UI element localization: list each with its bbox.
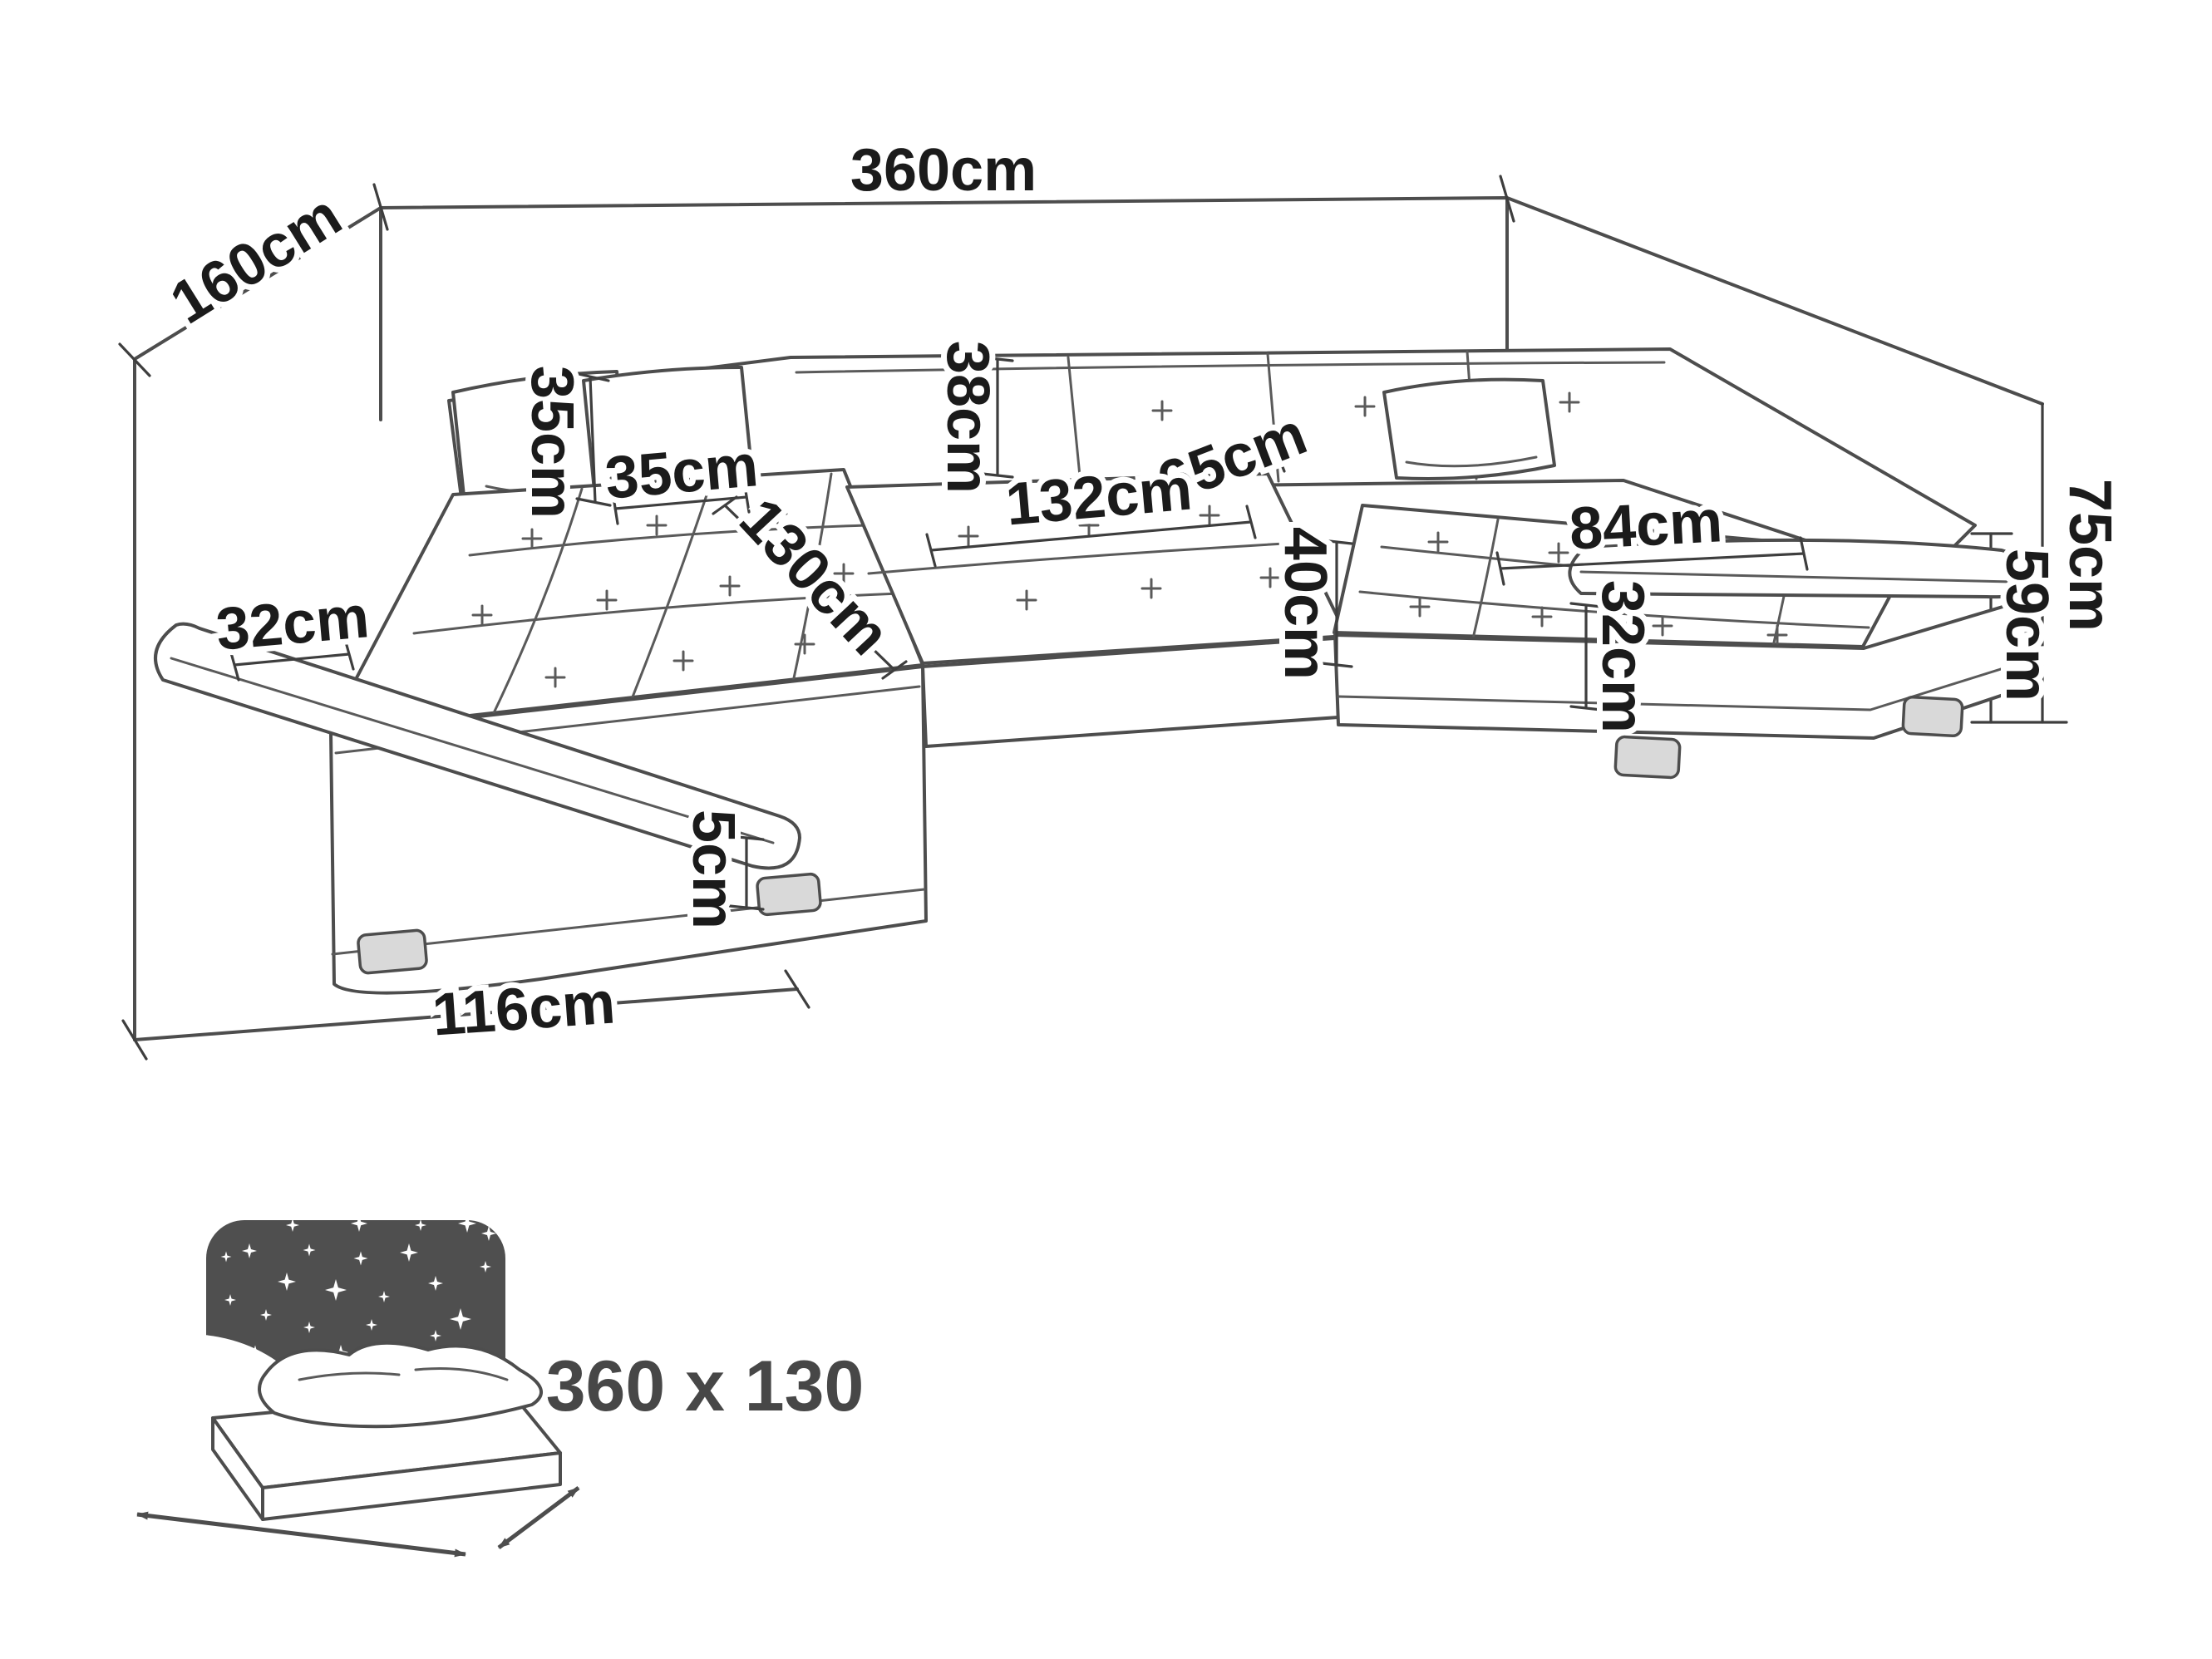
dim-35h-line — [611, 479, 751, 525]
bed-length-arrow-icon — [136, 1511, 466, 1558]
sofa-leg — [1613, 735, 1682, 780]
dim-65-line — [1160, 436, 1286, 515]
dim-back-cushion-height-label: 35cm — [519, 366, 585, 519]
dimension-frame — [118, 175, 2068, 1061]
sleep-function-icon: 360 x 130 — [54, 1214, 868, 1558]
dimension-labels: 360cm 160cm 35cm 35cm 38cm 65cm 132cm 40… — [154, 131, 2129, 1055]
dim-38-line — [981, 356, 1014, 479]
dim-backrest-top-height-label: 38cm — [934, 341, 1001, 494]
dim-132-line — [925, 505, 1257, 568]
right-armrest-roll-line — [1579, 570, 2013, 583]
duvet-icon — [258, 1341, 543, 1429]
backrest-thickness-line — [795, 361, 1666, 374]
backrest-tuft-marks — [945, 391, 1580, 426]
frame-end-ticks — [118, 175, 2068, 1061]
bed-dimension-arrows — [136, 1486, 580, 1558]
duvet-fold-lines — [298, 1367, 509, 1381]
dim-total-width-label: 360cm — [850, 137, 1037, 204]
wall-outline — [133, 196, 2044, 406]
dim-total-height-label: 75cm — [2057, 479, 2123, 632]
dim-seat-height-label: 40cm — [1272, 527, 1338, 680]
right-back-pillow-crease — [1405, 455, 1538, 468]
dim-left-chaise-width-label: 116cm — [430, 969, 617, 1048]
dim-32-right-line — [1569, 602, 1603, 711]
sofa-leg — [1901, 695, 1964, 738]
dim-40-line — [1320, 539, 1353, 668]
right-front-seam — [1337, 660, 2027, 711]
dim-left-armrest-width-label: 32cm — [214, 583, 372, 663]
sofa-drawing — [154, 347, 2035, 995]
sofa-leg — [357, 928, 428, 975]
dim-84-line — [1495, 536, 1809, 586]
left-seat-tuft-marks — [471, 503, 855, 688]
sofa-leg — [756, 872, 822, 917]
right-back-pillow — [1382, 377, 1556, 480]
dim-130-line — [712, 495, 908, 680]
bed-size-label: 360 x 130 — [546, 1346, 865, 1426]
bed-width-arrow-icon — [497, 1486, 580, 1549]
dim-right-armrest-width-label: 32cm — [1589, 580, 1656, 733]
right-front-face — [1333, 598, 2030, 740]
left-seat-quilting — [412, 472, 901, 718]
middle-seat-crease — [867, 540, 1315, 575]
corner-verticals — [379, 196, 1509, 421]
middle-seat-tuft-marks — [958, 505, 1281, 611]
dim-35v-line — [575, 372, 612, 507]
dim-total-depth-left-label: 160cm — [160, 182, 353, 337]
dim-5-line — [728, 834, 765, 911]
left-armrest-roll-line — [170, 657, 775, 844]
dim-32-left-line — [229, 638, 355, 682]
dim-right-seat-width-label: 84cm — [1568, 488, 1724, 563]
dimension-marks — [229, 356, 1809, 911]
dim-leg-height-label: 5cm — [680, 810, 746, 929]
bottom-dimension-line — [133, 987, 799, 1041]
dim-armrest-height-label: 59cm — [1993, 549, 2060, 702]
right-armrest — [1568, 538, 2035, 599]
left-armrest — [154, 622, 801, 870]
dim-back-cushion-width-label: 35cm — [603, 432, 761, 512]
